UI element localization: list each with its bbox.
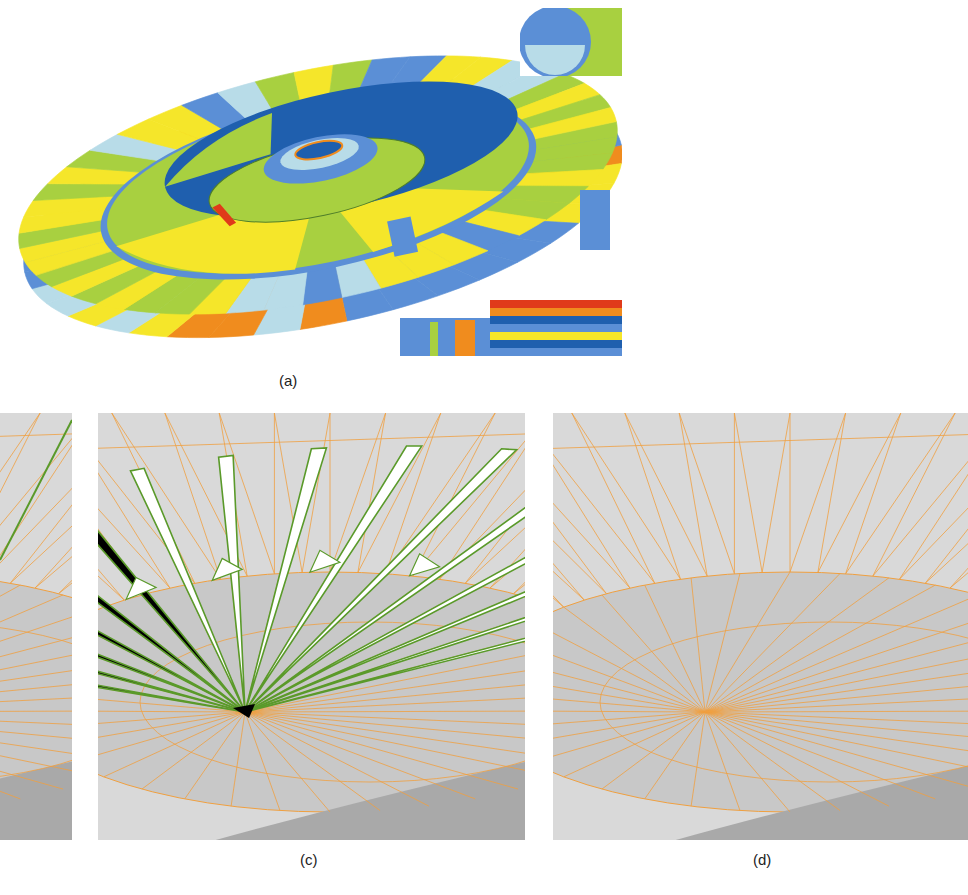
mesh-panel	[0, 413, 72, 840]
panel-label: (a)	[279, 372, 297, 389]
panel-label: (c)	[300, 851, 318, 868]
saucer-render	[8, 8, 622, 356]
panel-label: (d)	[753, 851, 771, 868]
mesh-panel	[553, 413, 968, 840]
mesh-panel	[98, 413, 525, 840]
